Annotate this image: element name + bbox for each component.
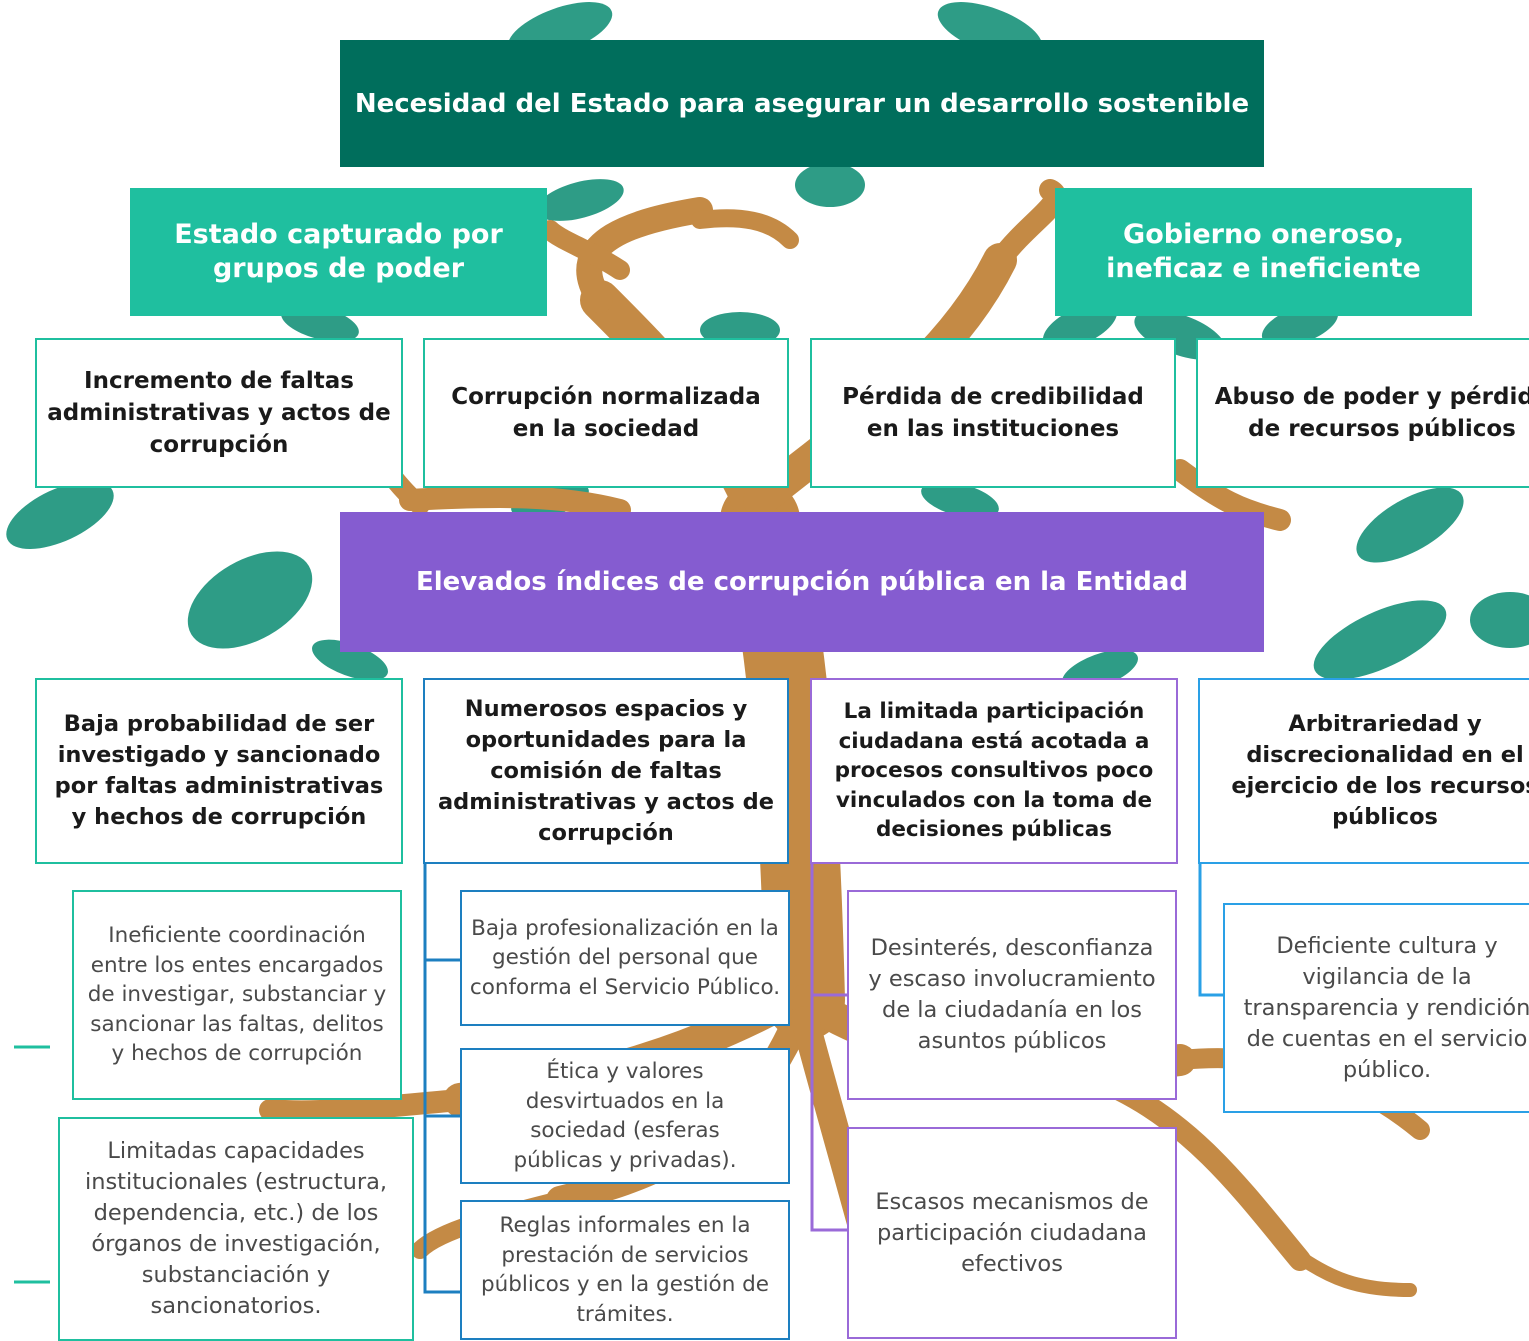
connector-lines-col4 [1198, 864, 1223, 997]
sub-cause-box-8: Deficiente cultura y vigilancia de la tr… [1223, 903, 1529, 1113]
sub-cause-box-4: Ética y valores desvirtuados en la socie… [460, 1048, 790, 1184]
sub-cause-text-7: Escasos mecanismos de participación ciud… [875, 1188, 1149, 1277]
effect-box-1: Incremento de faltas administrativas y a… [35, 338, 403, 488]
connector-lines-col2 [423, 864, 460, 1294]
cause-text-1: Baja probabilidad de ser investigado y s… [54, 711, 384, 830]
cause-box-2: Numerosos espacios y oportunidades para … [423, 678, 789, 864]
sub-cause-text-8: Deficiente cultura y vigilancia de la tr… [1243, 932, 1529, 1083]
sub-cause-box-5: Reglas informales en la prestación de se… [460, 1200, 790, 1340]
sub-cause-text-5: Reglas informales en la prestación de se… [480, 1213, 770, 1327]
central-problem-text: Elevados índices de corrupción pública e… [415, 567, 1189, 597]
effect-text-1: Incremento de faltas administrativas y a… [47, 368, 391, 458]
sub-cause-box-6: Desinterés, desconfianza y escaso involu… [847, 890, 1177, 1100]
cause-text-4: Arbitrariedad y discrecionalidad en el e… [1231, 711, 1529, 830]
consequence-left-box: Estado capturado por grupos de poder [130, 188, 547, 316]
central-problem-box: Elevados índices de corrupción pública e… [340, 512, 1264, 652]
sub-cause-box-1: Ineficiente coordinación entre los entes… [72, 890, 402, 1100]
sub-cause-text-6: Desinterés, desconfianza y escaso involu… [868, 935, 1156, 1054]
consequence-left-text: Estado capturado por grupos de poder [174, 219, 503, 284]
connector-lines-col1 [14, 1045, 50, 1284]
sub-cause-box-3: Baja profesionalización en la gestión de… [460, 890, 790, 1026]
sub-cause-text-2: Limitadas capacidades institucionales (e… [84, 1138, 388, 1319]
connector-lines-col3 [810, 864, 847, 1232]
effect-text-2: Corrupción normalizada en la sociedad [451, 384, 761, 442]
effect-text-3: Pérdida de credibilidad en las instituci… [842, 384, 1144, 442]
cause-text-3: La limitada participación ciudadana está… [834, 699, 1154, 843]
cause-box-3: La limitada participación ciudadana está… [810, 678, 1178, 864]
cause-box-1: Baja probabilidad de ser investigado y s… [35, 678, 403, 864]
goal-box: Necesidad del Estado para asegurar un de… [340, 40, 1264, 167]
effect-text-4: Abuso de poder y pérdida de recursos púb… [1214, 384, 1529, 442]
effect-box-2: Corrupción normalizada en la sociedad [423, 338, 789, 488]
consequence-right-box: Gobierno oneroso, ineficaz e ineficiente [1055, 188, 1472, 316]
consequence-right-text: Gobierno oneroso, ineficaz e ineficiente [1106, 219, 1421, 284]
sub-cause-text-1: Ineficiente coordinación entre los entes… [87, 923, 387, 1067]
sub-cause-text-3: Baja profesionalización en la gestión de… [469, 915, 781, 1000]
sub-cause-text-4: Ética y valores desvirtuados en la socie… [513, 1059, 737, 1173]
effect-box-4: Abuso de poder y pérdida de recursos púb… [1196, 338, 1529, 488]
effect-box-3: Pérdida de credibilidad en las instituci… [810, 338, 1176, 488]
cause-text-2: Numerosos espacios y oportunidades para … [438, 695, 774, 846]
sub-cause-box-7: Escasos mecanismos de participación ciud… [847, 1127, 1177, 1339]
cause-box-4: Arbitrariedad y discrecionalidad en el e… [1198, 678, 1529, 864]
sub-cause-box-2: Limitadas capacidades institucionales (e… [58, 1117, 414, 1341]
goal-text: Necesidad del Estado para asegurar un de… [354, 88, 1250, 119]
